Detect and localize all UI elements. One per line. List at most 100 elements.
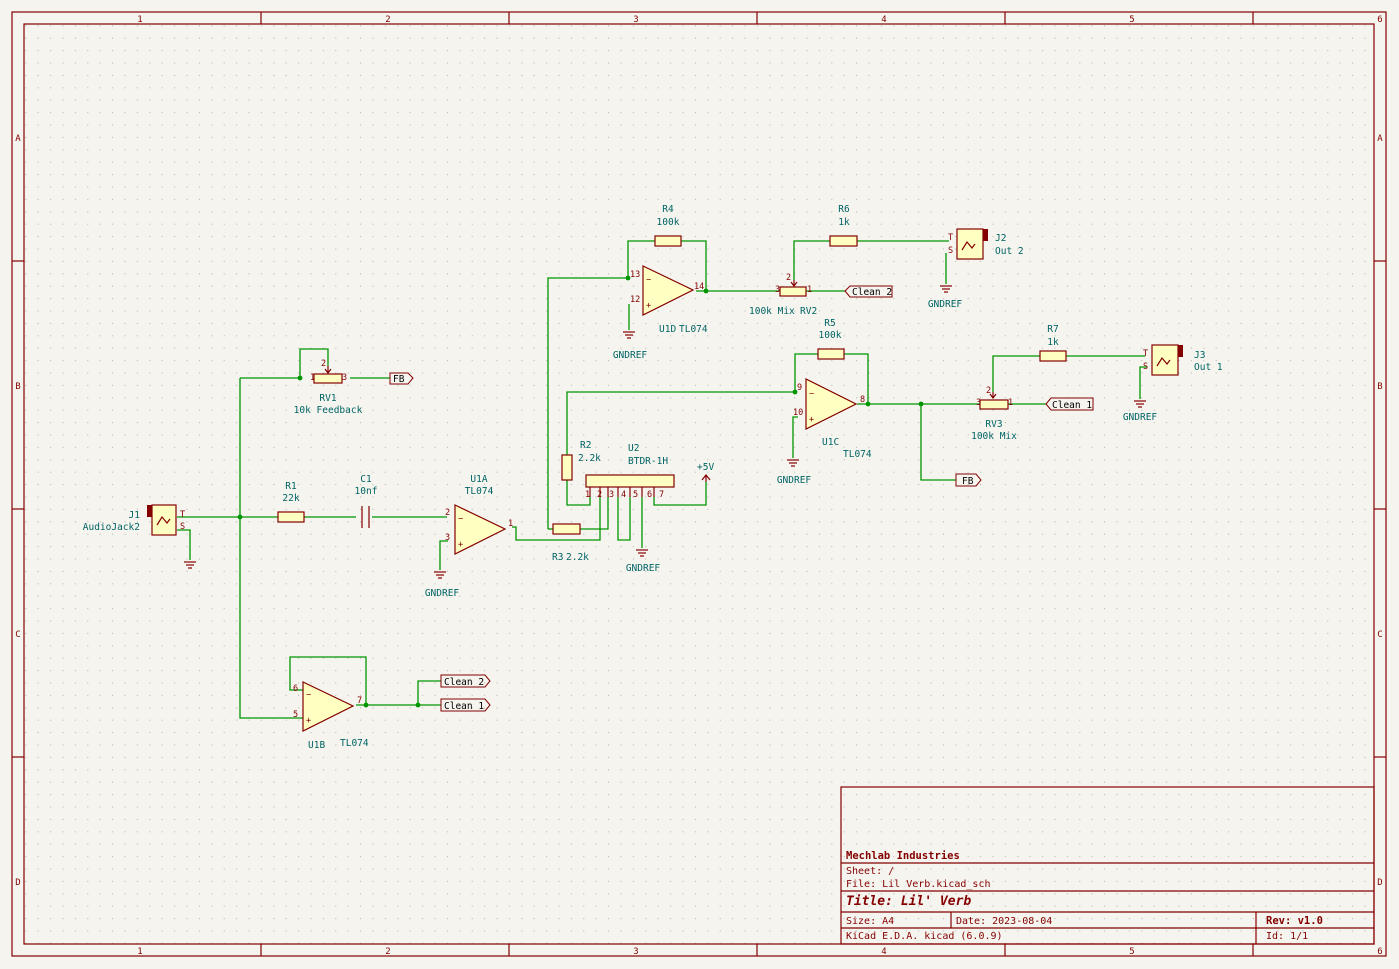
net-label-clean1-top[interactable]: Clean 1 — [1045, 397, 1094, 411]
col-label-bottom-4: 4 — [881, 947, 886, 957]
u1a-ref: U1A — [470, 474, 487, 485]
rv1-pin-3: 3 — [342, 373, 347, 383]
gndref-j2: GNDREF — [928, 285, 963, 310]
resistor-r5[interactable]: R5 100k — [817, 318, 845, 360]
r3-ref: R3 — [552, 552, 563, 563]
gndref-u1a: GNDREF — [425, 571, 460, 599]
u1b-value: TL074 — [340, 738, 369, 749]
gndref-u1c-label: GNDREF — [777, 475, 812, 486]
resistor-r7[interactable]: R7 1k — [1039, 324, 1067, 362]
col-label-top-6: 6 — [1377, 15, 1382, 25]
row-label-left-d: D — [15, 878, 20, 888]
tb-size: Size: A4 — [846, 916, 894, 927]
potentiometer-rv3[interactable]: 3 2 1 RV3 100k Mix — [971, 386, 1017, 442]
row-label-right-b: B — [1377, 382, 1382, 392]
u1b-pin-6: 6 — [293, 684, 298, 694]
u2-ref: U2 — [628, 443, 639, 454]
u2-pin-2: 2 — [597, 490, 602, 500]
net-label-fb-2-text: FB — [962, 476, 974, 487]
net-label-fb-2[interactable]: FB — [955, 473, 982, 487]
row-label-right-c: C — [1377, 630, 1382, 640]
rv3-pin-2: 2 — [986, 386, 991, 396]
u1c-pin-9: 9 — [797, 383, 802, 393]
u2-value: BTDR-1H — [628, 456, 668, 467]
potentiometer-rv2[interactable]: 3 2 1 100k Mix RV2 — [749, 273, 817, 317]
u1c-pin-8: 8 — [860, 395, 865, 405]
resistor-r4[interactable]: R4 100k — [654, 204, 682, 247]
u2-pin-4: 4 — [621, 490, 626, 500]
net-label-clean1-top-text: Clean 1 — [1052, 400, 1092, 411]
j2-pin-s: S — [948, 246, 953, 256]
resistor-r3[interactable]: R3 2.2k — [552, 523, 589, 563]
j3-pin-t: T — [1143, 349, 1148, 359]
u1c-pin-10: 10 — [793, 408, 803, 418]
col-label-bottom-2: 2 — [385, 947, 390, 957]
resistor-r1[interactable]: R1 22k — [277, 481, 305, 523]
resistor-r2[interactable]: R2 2.2k — [561, 440, 601, 481]
jack-j2[interactable]: T S J2 Out 2 — [948, 228, 1024, 260]
net-label-clean2-top-text: Clean 2 — [852, 287, 892, 298]
col-label-bottom-5: 5 — [1129, 947, 1134, 957]
r2-value: 2.2k — [578, 453, 601, 464]
j1-pin-t: T — [180, 510, 185, 520]
u1d-pin-12: 12 — [630, 295, 640, 305]
r6-ref: R6 — [838, 204, 850, 215]
title-block: Mechlab Industries Sheet: / File: Lil Ve… — [840, 786, 1375, 945]
j1-value: AudioJack2 — [83, 522, 140, 533]
net-label-clean1-bottom[interactable]: Clean 1 — [440, 698, 491, 712]
power-5v-label: +5V — [697, 462, 714, 473]
col-label-bottom-6: 6 — [1377, 947, 1382, 957]
r2-ref: R2 — [580, 440, 591, 451]
ic-u2-btdr[interactable]: 1 2 3 4 5 6 7 U2 BTDR-1H — [585, 443, 675, 500]
rv2-pin-1: 1 — [807, 285, 812, 295]
gndref-j2-label: GNDREF — [928, 299, 963, 310]
capacitor-c1[interactable]: C1 10nf — [355, 474, 378, 528]
tb-company: Mechlab Industries — [846, 850, 960, 862]
u1b-ref: U1B — [308, 740, 325, 751]
r5-value: 100k — [819, 330, 842, 341]
gndref-u1d-label: GNDREF — [613, 350, 648, 361]
gndref-u1c: GNDREF — [777, 459, 812, 486]
rv2-ref: RV2 — [800, 306, 817, 317]
tb-sheet: Sheet: / — [846, 866, 894, 877]
j3-value: Out 1 — [1194, 362, 1223, 373]
row-label-left-c: C — [15, 630, 20, 640]
r3-value: 2.2k — [566, 552, 589, 563]
net-label-clean2-bottom-text: Clean 2 — [444, 677, 484, 688]
potentiometer-rv1[interactable]: 1 2 3 RV1 10k Feedback — [294, 359, 363, 416]
opamp-u1a[interactable]: − + 2 3 1 U1A TL074 — [445, 474, 513, 555]
r1-value: 22k — [282, 493, 299, 504]
r4-ref: R4 — [662, 204, 674, 215]
rv3-pin-3: 3 — [976, 398, 981, 408]
opamp-u1b[interactable]: − + 6 5 7 U1B TL074 — [293, 681, 369, 751]
gndref-u1a-label: GNDREF — [425, 588, 460, 599]
jack-j3[interactable]: T S J3 Out 1 — [1143, 344, 1223, 376]
jack-j1[interactable]: T S J1 AudioJack2 — [83, 504, 185, 536]
tb-date: Date: 2023-08-04 — [956, 916, 1052, 927]
tb-id: Id: 1/1 — [1266, 931, 1308, 942]
net-label-fb-1[interactable]: FB — [389, 372, 414, 385]
u1b-pin-5: 5 — [293, 710, 298, 720]
col-label-top-1: 1 — [137, 15, 142, 25]
rv1-pin-2: 2 — [321, 359, 326, 369]
net-label-clean2-bottom[interactable]: Clean 2 — [440, 674, 491, 688]
resistor-r6[interactable]: R6 1k — [829, 204, 858, 247]
u2-pin-1: 1 — [585, 490, 590, 500]
u1c-minus: − — [809, 389, 814, 399]
opamp-u1d[interactable]: − + 13 12 14 U1D TL074 — [630, 265, 708, 335]
power-5v: +5V — [697, 462, 714, 482]
junction-dots — [237, 275, 924, 708]
rv3-value: 100k Mix — [971, 431, 1017, 442]
opamp-u1c[interactable]: − + 9 10 8 U1C TL074 — [793, 378, 872, 460]
drawing-frame: 1 2 3 4 5 6 1 2 3 4 5 6 A B C D A B C D — [11, 11, 1387, 957]
j2-pin-t: T — [948, 233, 953, 243]
u1c-ref: U1C — [822, 437, 839, 448]
u2-pin-3: 3 — [609, 490, 614, 500]
rv1-ref: RV1 — [319, 393, 336, 404]
u1d-value: TL074 — [679, 324, 708, 335]
r7-value: 1k — [1047, 337, 1059, 348]
net-label-clean2-top[interactable]: Clean 2 — [844, 285, 893, 298]
col-label-top-2: 2 — [385, 15, 390, 25]
j1-pin-s: S — [180, 522, 185, 532]
r5-ref: R5 — [824, 318, 835, 329]
